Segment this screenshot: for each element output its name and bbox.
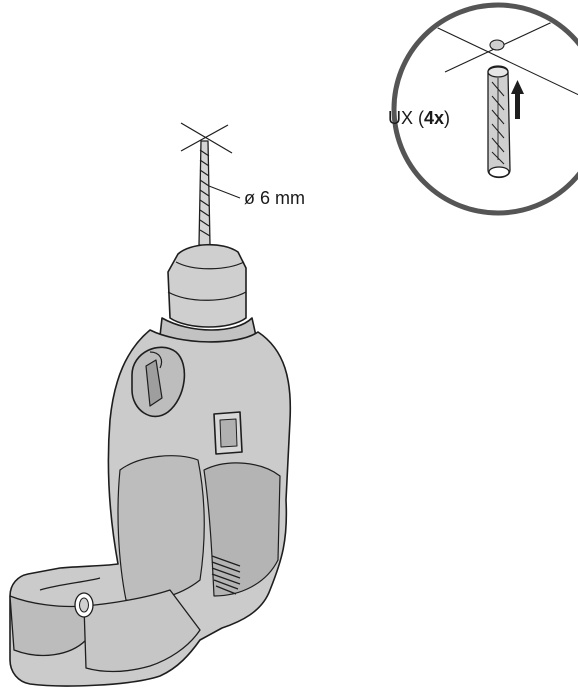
drill-hole — [489, 39, 505, 51]
drill-bit — [198, 140, 211, 246]
crosshair-icon — [180, 122, 233, 154]
bit-size-label: ø 6 mm — [244, 188, 305, 208]
anchor-label-suffix: ) — [444, 108, 450, 128]
vent-slots — [211, 555, 241, 595]
bit-size-leader — [208, 185, 241, 199]
drill-body — [9, 243, 292, 687]
anchor-label: UX (4x) — [388, 108, 450, 128]
drill-chuck — [167, 243, 247, 328]
arrow-up-icon — [511, 80, 524, 119]
anchor-label-prefix: UX ( — [388, 108, 424, 128]
wall-plug — [487, 65, 511, 179]
anchor-detail-callout: UX (4x) — [388, 2, 578, 216]
anchor-count: 4x — [424, 108, 444, 128]
